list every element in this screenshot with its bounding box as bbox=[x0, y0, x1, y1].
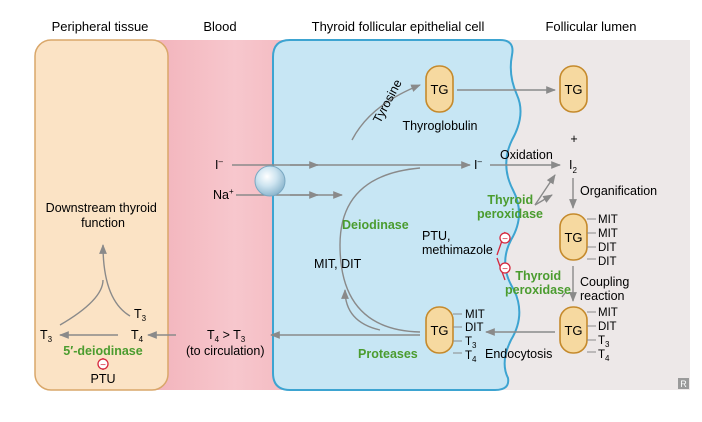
label-ptu: PTU bbox=[91, 372, 116, 386]
tg-box-coupled-cell: TG bbox=[425, 306, 454, 354]
list-mit-dit-item: MIT bbox=[598, 228, 618, 240]
label-i2: I2 bbox=[569, 158, 577, 175]
label-endocytosis: Endocytosis bbox=[485, 347, 552, 361]
arrow-mit-dit-up bbox=[341, 289, 381, 331]
coupled-item: DIT bbox=[465, 322, 484, 334]
arrow-t3-merge bbox=[59, 279, 104, 326]
label-coupling: Coupling reaction bbox=[580, 275, 633, 303]
coupled-item: MIT bbox=[598, 307, 618, 319]
label-proteases: Proteases bbox=[358, 347, 418, 361]
corner-logo-icon bbox=[678, 378, 689, 389]
inhibit-icon-deiodinase: − bbox=[97, 358, 109, 371]
list-mit-dit-item: MIT bbox=[598, 214, 618, 226]
list-mit-dit-item: DIT bbox=[598, 256, 617, 268]
header-thyroid-cell: Thyroid follicular epithelial cell bbox=[312, 19, 485, 34]
corner-logo-letter: R bbox=[680, 379, 687, 389]
peripheral-tissue-region bbox=[34, 39, 169, 391]
label-t3-left: T3 bbox=[40, 328, 53, 344]
inhibit-icon-peroxidase-1: − bbox=[499, 232, 511, 245]
nis-symporter-icon bbox=[254, 165, 286, 197]
coupled-item: T4 bbox=[465, 350, 477, 364]
svg-text:−: − bbox=[100, 360, 106, 371]
label-mit-dit: MIT, DIT bbox=[314, 257, 362, 271]
header-follicular-lumen: Follicular lumen bbox=[545, 19, 636, 34]
label-t3-upper: T3 bbox=[134, 307, 147, 323]
coupled-item: T3 bbox=[598, 335, 610, 349]
tg-box-iodinated: TG bbox=[559, 213, 588, 261]
inhibit-icon-peroxidase-2: − bbox=[499, 262, 511, 275]
coupled-item: T4 bbox=[598, 349, 610, 363]
list-mit-dit-item: DIT bbox=[598, 242, 617, 254]
arrow-peroxidase-coupling bbox=[561, 292, 566, 298]
label-t4-peripheral: T4 bbox=[131, 328, 144, 344]
label-oxidation: Oxidation bbox=[500, 148, 553, 162]
label-downstream: Downstream thyroid function bbox=[46, 201, 161, 230]
label-ptu-methimazole: PTU, methimazole bbox=[422, 229, 493, 257]
label-5-deiodinase: 5′-deiodinase bbox=[63, 344, 142, 358]
tg-box-coupled-lumen: TG bbox=[559, 306, 588, 354]
label-iodide-blood: I– bbox=[215, 157, 223, 172]
tg-box-top-cell: TG bbox=[425, 65, 454, 113]
arrow-t3-downstream bbox=[99, 244, 131, 317]
tg-box-top-lumen: TG bbox=[559, 65, 588, 113]
svg-text:−: − bbox=[502, 264, 508, 275]
label-sodium: Na+ bbox=[213, 187, 234, 202]
coupled-item: MIT bbox=[465, 309, 485, 321]
list-coupled-cell: MIT DIT T3 T4 bbox=[465, 309, 485, 364]
label-thyroid-peroxidase-2: Thyroid peroxidase bbox=[505, 269, 571, 297]
label-to-circulation: (to circulation) bbox=[186, 344, 265, 358]
label-deiodinase: Deiodinase bbox=[342, 218, 409, 232]
label-thyroid-peroxidase-1: Thyroid peroxidase bbox=[477, 193, 543, 221]
arrow-peroxidase-oxidation bbox=[534, 174, 556, 206]
svg-text:TG: TG bbox=[430, 323, 448, 338]
label-t4-gt-t3: T4 > T3 bbox=[207, 328, 246, 344]
label-organification: Organification bbox=[580, 184, 657, 198]
header-blood: Blood bbox=[203, 19, 236, 34]
svg-text:TG: TG bbox=[430, 82, 448, 97]
label-iodide-cell: I– bbox=[474, 157, 482, 172]
list-coupled-lumen: MIT DIT T3 T4 bbox=[598, 307, 618, 363]
label-thyroglobulin: Thyroglobulin bbox=[402, 119, 477, 133]
label-plus: + bbox=[570, 132, 577, 146]
coupled-item: T3 bbox=[465, 336, 477, 350]
arrow-peroxidase-organification bbox=[534, 194, 553, 206]
svg-text:TG: TG bbox=[564, 230, 582, 245]
header-peripheral-tissue: Peripheral tissue bbox=[52, 19, 149, 34]
arrow-deiodinase-recycle bbox=[339, 167, 421, 333]
list-mit-dit: MIT MIT DIT DIT bbox=[598, 214, 618, 268]
svg-text:−: − bbox=[502, 234, 508, 245]
svg-text:TG: TG bbox=[564, 82, 582, 97]
coupled-item: DIT bbox=[598, 321, 617, 333]
svg-text:TG: TG bbox=[564, 323, 582, 338]
arrow-tyrosine bbox=[351, 84, 421, 141]
